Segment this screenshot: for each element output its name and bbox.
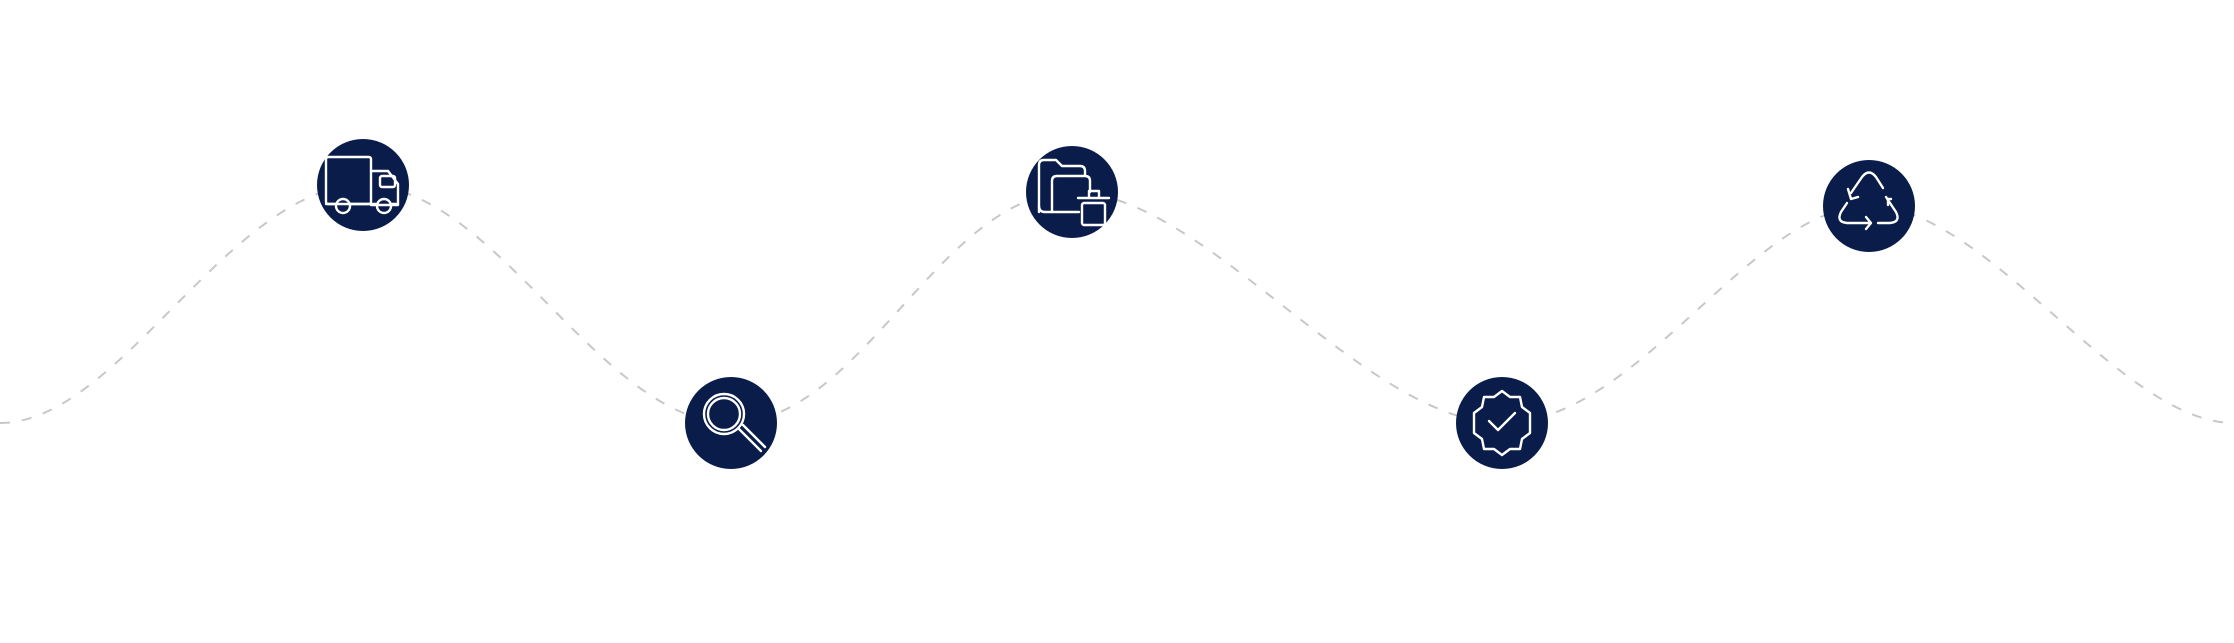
folder-with-trash-bin-icon xyxy=(1037,158,1111,227)
node-circle xyxy=(1026,146,1118,238)
delivery-truck-icon xyxy=(324,155,400,215)
step-node-4 xyxy=(1456,377,1548,469)
recycle-arrows-icon xyxy=(1838,171,1899,231)
step-node-2 xyxy=(685,377,777,469)
magnifying-glass-icon xyxy=(702,392,767,453)
node-circle xyxy=(1823,160,1915,252)
node-circle xyxy=(1456,377,1548,469)
node-circle xyxy=(685,377,777,469)
step-node-1 xyxy=(317,139,409,231)
verified-badge-checkmark-icon xyxy=(1472,389,1532,457)
step-node-5 xyxy=(1823,160,1915,252)
step-node-3 xyxy=(1026,146,1118,238)
node-circle xyxy=(317,139,409,231)
